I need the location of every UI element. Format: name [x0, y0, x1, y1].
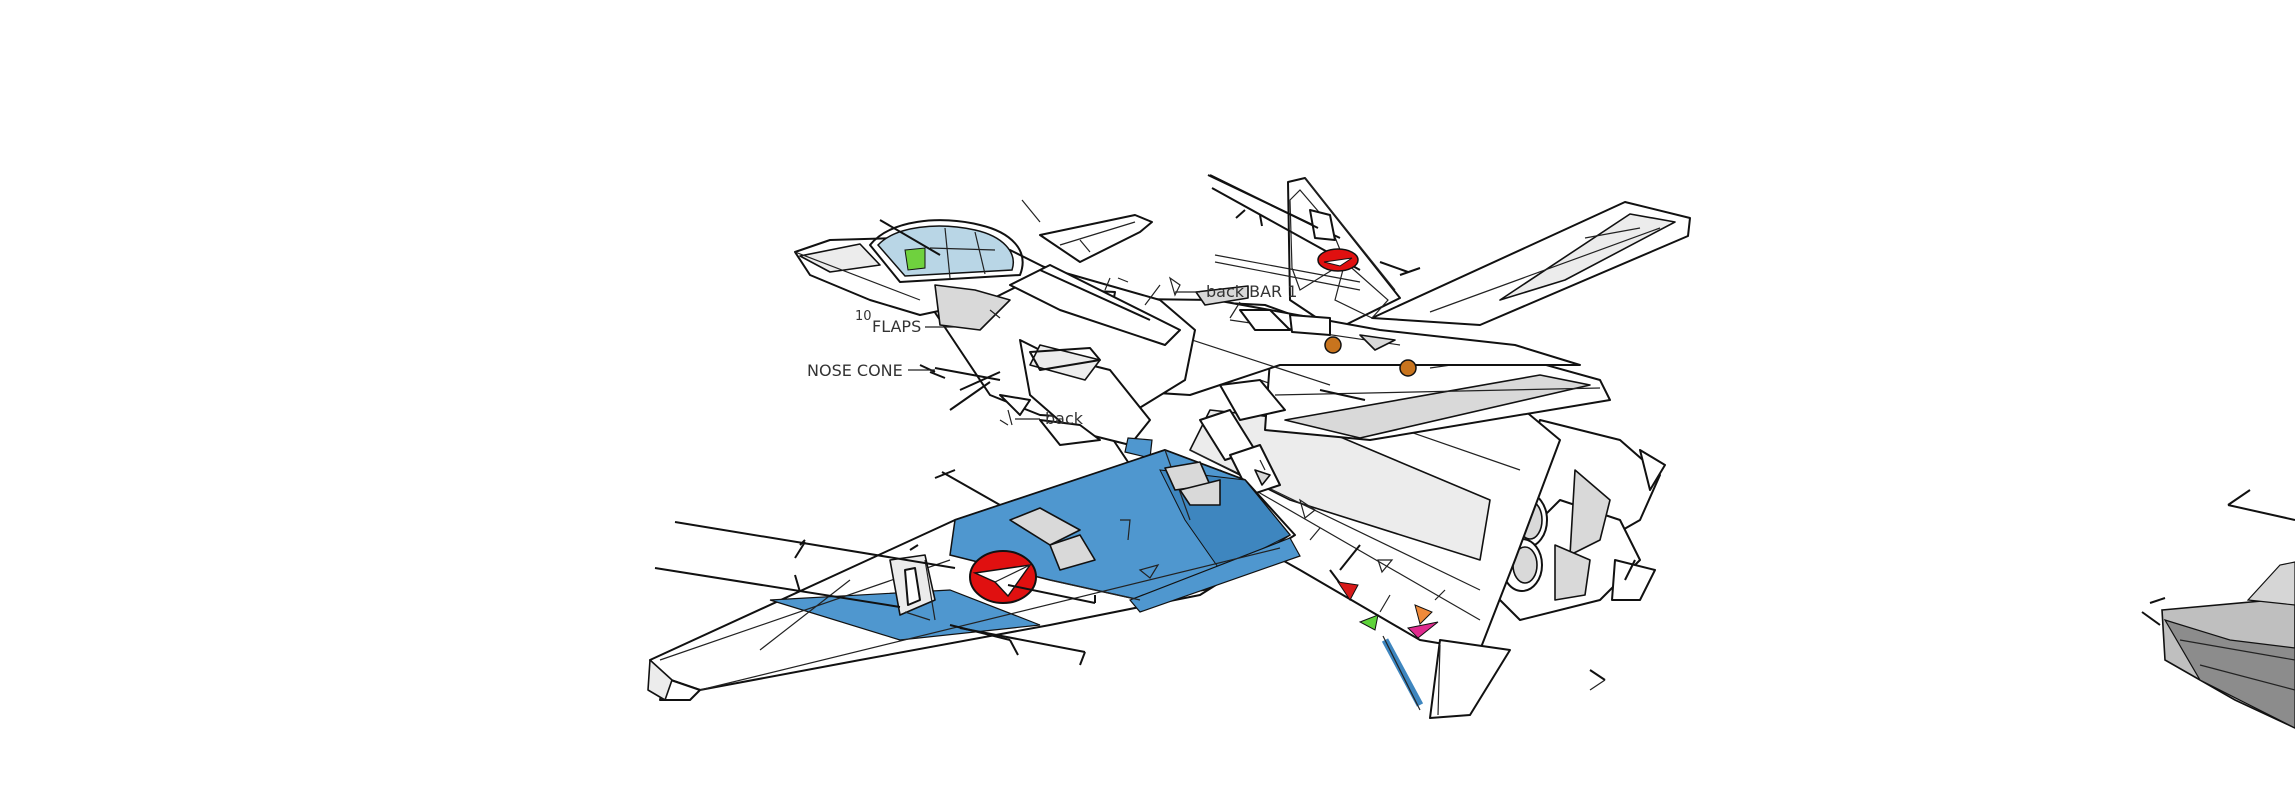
- label-back-bar: back BAR 1: [1206, 282, 1297, 301]
- canopy-seat: [904, 247, 926, 271]
- mid-fuselage: [1059, 285, 1581, 421]
- left-wing: [647, 449, 1301, 701]
- colored-markers: [1336, 581, 1439, 639]
- label-nose-cone: NOSE CONE: [807, 361, 903, 380]
- nose-and-cockpit: [794, 199, 1181, 346]
- adjacent-aircraft-partial: [2141, 489, 2295, 729]
- bolt-icon: [1399, 359, 1417, 377]
- red-arrow-marker: [1336, 581, 1359, 601]
- bolt-icon: [1324, 336, 1342, 354]
- green-arrow-marker: [1358, 614, 1379, 631]
- vertical-tail: [1207, 174, 1401, 331]
- ventral-fin: [1381, 635, 1511, 719]
- label-back: back: [1045, 409, 1084, 428]
- label-flaps: FLAPS: [872, 317, 921, 336]
- exploded-leader-lines: [654, 174, 1446, 666]
- magenta-arrow-marker: [1406, 621, 1439, 639]
- label-ten: 10: [855, 309, 872, 324]
- right-wing: [1264, 354, 1611, 441]
- part-labels: 10 FLAPS NOSE CONE back BAR 1 back: [807, 282, 1297, 428]
- right-horizontal-stabilizer: [1371, 201, 1691, 326]
- orange-arrow-marker: [1414, 604, 1433, 625]
